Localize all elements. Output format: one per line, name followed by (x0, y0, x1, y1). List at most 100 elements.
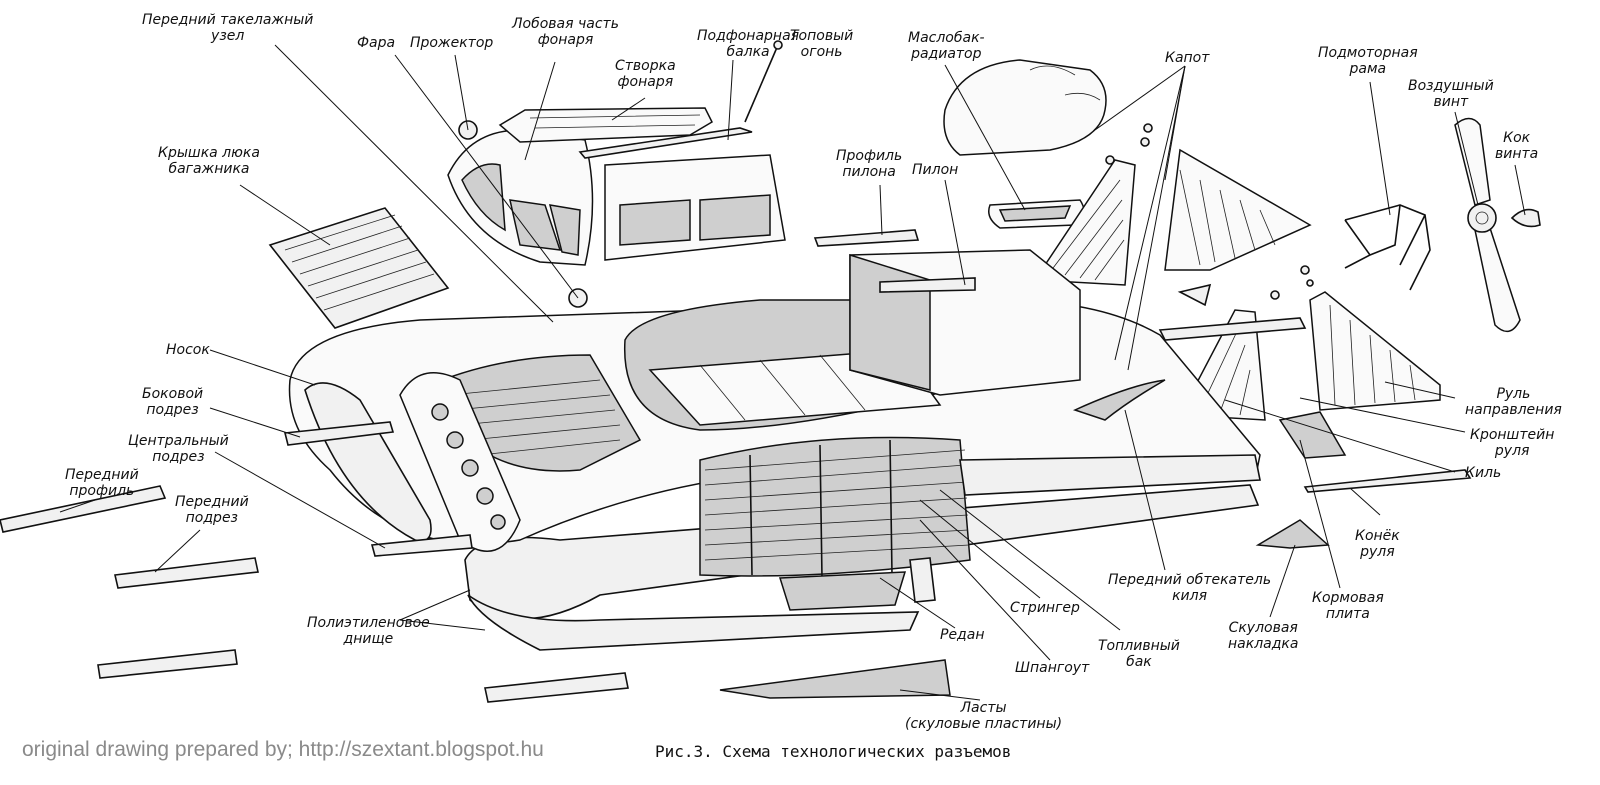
hull-part (288, 249, 1261, 651)
label-line: Маслобак- (908, 30, 985, 46)
label-fins: Ласты (скуловые пластины) (905, 700, 1062, 732)
label-line: направления (1465, 402, 1562, 418)
label-line: Пилон (912, 162, 959, 178)
label-line: Передний такелажный (142, 12, 314, 28)
label-pylon-profile: Профиль пилона (836, 148, 902, 180)
label-line: Топовый (790, 28, 854, 44)
label-pylon: Пилон (912, 162, 958, 178)
stern-plate-part (1278, 411, 1347, 459)
label-line: Топливный (1098, 638, 1180, 654)
label-line: накладка (1228, 636, 1299, 652)
fins-part (719, 659, 951, 699)
label-line: Крышка люка (158, 145, 260, 161)
label-line: Редан (940, 627, 985, 643)
label-line: Кронштейн (1470, 427, 1555, 443)
label-line: Передний (65, 467, 139, 483)
bracket-part (1158, 317, 1307, 341)
leader-lines (59, 44, 1526, 701)
canopy-rear-part (604, 154, 786, 261)
label-line: фонаря (617, 74, 674, 90)
label-line: рама (1349, 61, 1387, 77)
label-line: Кок (1503, 130, 1531, 146)
label-redan: Редан (940, 627, 984, 643)
label-line: Полиэтиленовое (307, 615, 430, 631)
label-top-light: Топовый огонь (790, 28, 853, 60)
fin-upper-part (1033, 148, 1312, 286)
spinner-part (1510, 208, 1541, 228)
label-spinner: Кок винта (1495, 130, 1538, 162)
label-line: руля (1360, 544, 1395, 560)
label-spotlight: Прожектор (410, 35, 493, 51)
label-propeller: Воздушный винт (1408, 78, 1494, 110)
label-line: Шпангоут (1015, 660, 1090, 676)
label-line: Конёк (1355, 528, 1400, 544)
label-center-step: Центральный подрез (128, 433, 229, 465)
label-polyethylene-bottom: Полиэтиленовое днище (307, 615, 430, 647)
label-line: Профиль (836, 148, 903, 164)
label-line: балка (726, 44, 770, 60)
label-line: винта (1495, 146, 1539, 162)
label-line: Кормовая (1312, 590, 1384, 606)
label-line: Воздушный (1408, 78, 1494, 94)
label-line: Центральный (128, 433, 229, 449)
label-line: пилона (842, 164, 896, 180)
label-fuel-tank: Топливный бак (1098, 638, 1180, 670)
oil-radiator-part (988, 199, 1085, 229)
label-line: Капот (1165, 50, 1210, 66)
rudder-skid-part (1303, 469, 1472, 493)
label-fin-fairing: Передний обтекатель киля (1108, 572, 1271, 604)
top-light-part (744, 44, 779, 123)
credit-text: original drawing prepared by; http://sze… (22, 738, 544, 761)
cowl-part (943, 59, 1107, 156)
label-engine-mount: Подмоторная рама (1318, 45, 1418, 77)
label-canopy-flap: Створка фонаря (615, 58, 676, 90)
label-line: огонь (800, 44, 843, 60)
canopy-beam-part (578, 127, 753, 159)
figure-caption: Рис.3. Схема технологических разъемов (655, 742, 1012, 761)
label-cowl: Капот (1165, 50, 1209, 66)
rudder-part (1309, 291, 1441, 411)
label-rudder: Руль направления (1465, 386, 1562, 418)
label-line: бак (1126, 654, 1152, 670)
label-nose: Носок (166, 342, 210, 358)
label-rudder-bracket: Кронштейн руля (1470, 427, 1554, 459)
label-chine-cover: Скуловая накладка (1228, 620, 1298, 652)
label-line: Передний обтекатель (1108, 572, 1272, 588)
canopy-flap-part (498, 107, 713, 143)
propeller-part (1454, 117, 1521, 333)
label-line: Подфонарная (697, 28, 800, 44)
label-line: Прожектор (410, 35, 494, 51)
label-stern-plate: Кормовая плита (1312, 590, 1384, 622)
label-line: Боковой (142, 386, 204, 402)
label-canopy-front: Лобовая часть фонаря (512, 16, 619, 48)
label-line: Передний (175, 494, 249, 510)
label-canopy-beam: Подфонарная балка (697, 28, 799, 60)
label-line: подрез (152, 449, 205, 465)
label-line: багажника (168, 161, 250, 177)
canopy-front-part (447, 129, 594, 266)
label-line: (скуловые пластины) (905, 716, 1063, 732)
label-rudder-skid: Конёк руля (1355, 528, 1400, 560)
label-trunk-hatch: Крышка люка багажника (158, 145, 260, 177)
pylon-profile-part (813, 229, 920, 247)
label-line: винт (1433, 94, 1469, 110)
step-parts (0, 421, 629, 703)
label-oil-radiator: Маслобак- радиатор (908, 30, 985, 62)
label-line: Скуловая (1228, 620, 1298, 636)
label-front-rigging: Передний такелажный узел (142, 12, 313, 44)
label-line: Киль (1465, 465, 1502, 481)
label-line: Подмоторная (1318, 45, 1418, 61)
label-front-step: Передний подрез (175, 494, 249, 526)
label-line: радиатор (911, 46, 982, 62)
engine-mount-part (1344, 204, 1431, 291)
label-line: фонаря (537, 32, 594, 48)
label-line: Ласты (960, 700, 1007, 716)
label-line: днище (343, 631, 394, 647)
label-headlight: Фара (357, 35, 395, 51)
label-line: Руль (1496, 386, 1531, 402)
label-side-step: Боковой подрез (142, 386, 203, 418)
label-stringer: Стрингер (1010, 600, 1080, 616)
label-line: руля (1494, 443, 1530, 459)
